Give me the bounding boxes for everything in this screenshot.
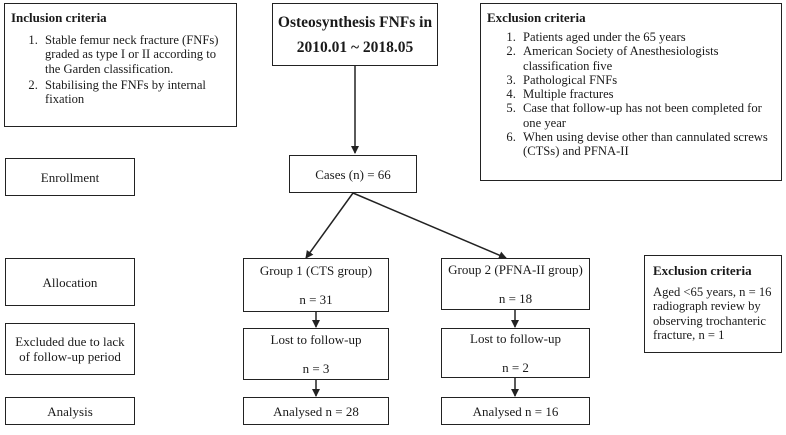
stage-enrollment: Enrollment — [5, 158, 135, 196]
exclusion-item: Multiple fractures — [519, 87, 775, 101]
inclusion-list: Stable femur neck fracture (FNFs) graded… — [11, 33, 228, 106]
group1-label: Group 1 (CTS group) — [259, 263, 373, 278]
stage-allocation: Allocation — [5, 258, 135, 306]
group2-label: Group 2 (PFNA-II group) — [448, 262, 583, 277]
inclusion-heading: Inclusion criteria — [11, 10, 107, 25]
exclusion-item: American Society of Anesthesiologists cl… — [519, 44, 775, 73]
stage-excluded: Excluded due to lack of follow-up period — [5, 323, 135, 375]
exclusion-side-box: Exclusion criteria Aged <65 years, n = 1… — [644, 255, 782, 353]
exclusion-list: Patients aged under the 65 years America… — [487, 30, 775, 159]
exclusion-side-heading: Exclusion criteria — [653, 263, 752, 278]
stage-analysis: Analysis — [5, 397, 135, 425]
inclusion-item: Stabilising the FNFs by internal fixatio… — [41, 78, 228, 107]
group2-lost-label: Lost to follow-up — [470, 331, 561, 346]
group2-analysed-box: Analysed n = 16 — [441, 397, 590, 425]
arrow-cases-to-group2 — [352, 192, 507, 259]
group2-count: n = 18 — [498, 291, 533, 306]
group1-box: Group 1 (CTS group) n = 31 — [243, 258, 389, 312]
study-title-box: Osteosynthesis FNFs in 2010.01 ~ 2018.05 — [272, 3, 438, 66]
title-line-2: 2010.01 ~ 2018.05 — [296, 38, 414, 56]
group1-analysed-box: Analysed n = 28 — [243, 397, 389, 425]
exclusion-item: Pathological FNFs — [519, 73, 775, 87]
exclusion-heading: Exclusion criteria — [487, 10, 586, 25]
cases-box: Cases (n) = 66 — [289, 155, 417, 193]
exclusion-item: Case that follow-up has not been complet… — [519, 101, 775, 130]
group1-lost-box: Lost to follow-up n = 3 — [243, 328, 389, 380]
arrow-cases-to-group1 — [305, 192, 354, 259]
group1-lost-label: Lost to follow-up — [270, 332, 362, 347]
group2-box: Group 2 (PFNA-II group) n = 18 — [441, 258, 590, 310]
title-line-1: Osteosynthesis FNFs in — [277, 13, 433, 31]
group1-lost-count: n = 3 — [302, 361, 330, 376]
group2-lost-box: Lost to follow-up n = 2 — [441, 328, 590, 378]
exclusion-item: When using devise other than cannulated … — [519, 130, 775, 159]
exclusion-criteria-box: Exclusion criteria Patients aged under t… — [480, 3, 782, 181]
exclusion-item: Patients aged under the 65 years — [519, 30, 775, 44]
group1-count: n = 31 — [299, 292, 333, 307]
exclusion-side-text: Aged <65 years, n = 16 radiograph review… — [653, 285, 772, 342]
inclusion-item: Stable femur neck fracture (FNFs) graded… — [41, 33, 228, 76]
group2-lost-count: n = 2 — [502, 360, 529, 375]
inclusion-criteria-box: Inclusion criteria Stable femur neck fra… — [4, 3, 237, 127]
